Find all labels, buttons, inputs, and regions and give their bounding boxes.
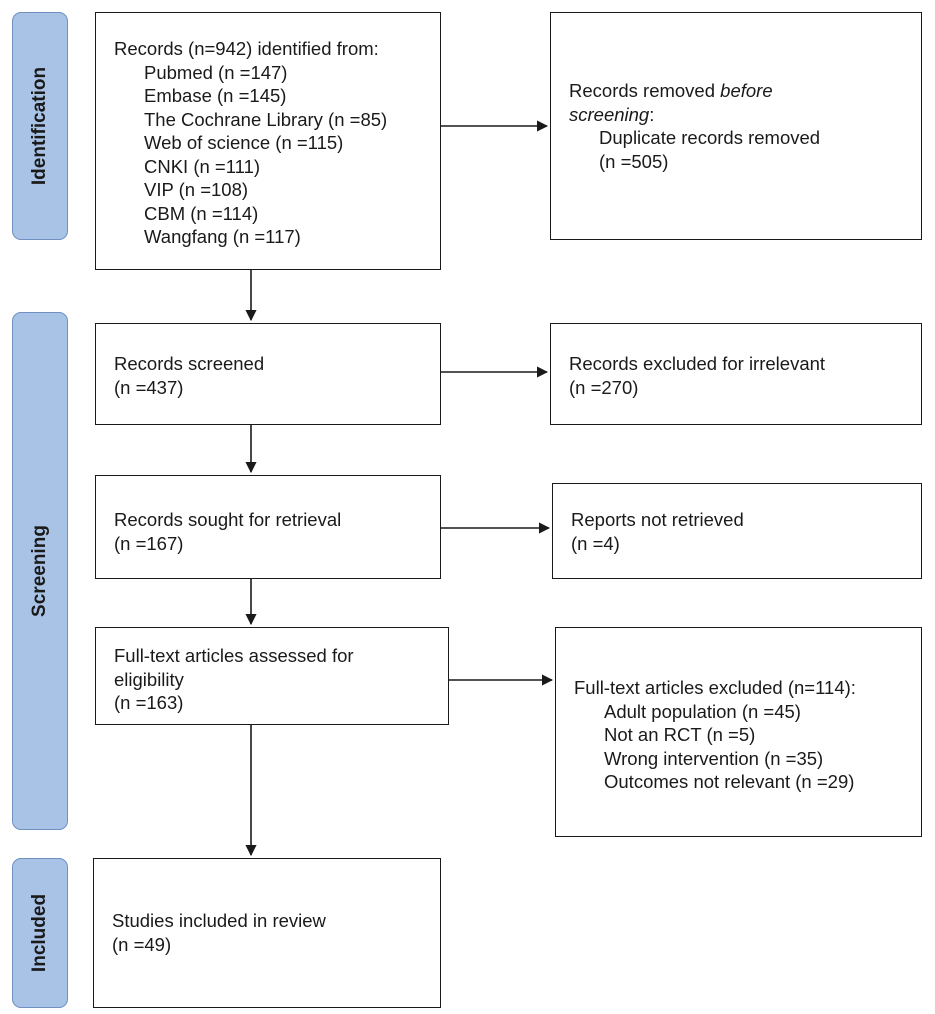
fulltext-assessed-label-2: eligibility bbox=[114, 668, 184, 690]
records-removed-title: Records removed before bbox=[569, 80, 773, 101]
fulltext-excluded-box: Full-text articles excluded (n=114): Adu… bbox=[555, 627, 922, 837]
reports-not-retrieved-label: Reports not retrieved bbox=[571, 509, 744, 530]
exclusion-reason: Not an RCT (n =5) bbox=[604, 724, 756, 745]
before-emphasis: before bbox=[720, 80, 773, 101]
fulltext-assessed-label: Full-text articles assessed for bbox=[114, 645, 354, 666]
records-screened-label: Records screened bbox=[114, 353, 265, 374]
reports-not-retrieved-box: Reports not retrieved (n =4) bbox=[552, 483, 922, 579]
records-removed-box: Records removed before screening: Duplic… bbox=[550, 12, 922, 240]
duplicate-records-label: Duplicate records removed bbox=[599, 127, 821, 148]
duplicate-records-count: (n =505) bbox=[599, 150, 669, 172]
source-item: CNKI (n =111) bbox=[144, 155, 261, 177]
records-screened-count: (n =437) bbox=[114, 376, 184, 398]
exclusion-reason: Adult population (n =45) bbox=[604, 700, 801, 722]
source-item: The Cochrane Library (n =85) bbox=[144, 108, 388, 130]
source-item: CBM (n =114) bbox=[144, 202, 259, 224]
studies-included-count: (n =49) bbox=[112, 933, 172, 955]
studies-included-box: Studies included in review (n =49) bbox=[93, 858, 441, 1008]
records-sought-count: (n =167) bbox=[114, 532, 184, 554]
phase-screening: Screening bbox=[12, 312, 68, 830]
fulltext-assessed-count: (n =163) bbox=[114, 692, 184, 713]
records-screened-box: Records screened (n =437) bbox=[95, 323, 441, 425]
records-sought-label: Records sought for retrieval bbox=[114, 509, 342, 530]
phase-identification: Identification bbox=[12, 12, 68, 240]
studies-included-label: Studies included in review bbox=[112, 910, 326, 931]
exclusion-reason: Wrong intervention (n =35) bbox=[604, 747, 824, 769]
source-item: VIP (n =108) bbox=[144, 179, 249, 200]
source-item: Wangfang (n =117) bbox=[144, 226, 301, 247]
source-item: Pubmed (n =147) bbox=[144, 61, 288, 83]
records-identified-header: Records (n=942) identified from: bbox=[114, 38, 379, 59]
records-excluded-box: Records excluded for irrelevant (n =270) bbox=[550, 323, 922, 425]
records-excluded-count: (n =270) bbox=[569, 376, 639, 398]
fulltext-excluded-header: Full-text articles excluded (n=114): bbox=[574, 677, 856, 698]
records-sought-box: Records sought for retrieval (n =167) bbox=[95, 475, 441, 579]
records-identified-box: Records (n=942) identified from: Pubmed … bbox=[95, 12, 441, 270]
fulltext-assessed-box: Full-text articles assessed for eligibil… bbox=[95, 627, 449, 725]
exclusion-reason: Outcomes not relevant (n =29) bbox=[604, 771, 855, 792]
screening-emphasis: screening bbox=[569, 103, 650, 125]
source-item: Web of science (n =115) bbox=[144, 132, 344, 153]
phase-included: Included bbox=[12, 858, 68, 1008]
source-item: Embase (n =145) bbox=[144, 85, 287, 106]
records-removed-title-2: screening: bbox=[569, 103, 655, 125]
reports-not-retrieved-count: (n =4) bbox=[571, 532, 620, 554]
records-excluded-label: Records excluded for irrelevant bbox=[569, 353, 826, 374]
